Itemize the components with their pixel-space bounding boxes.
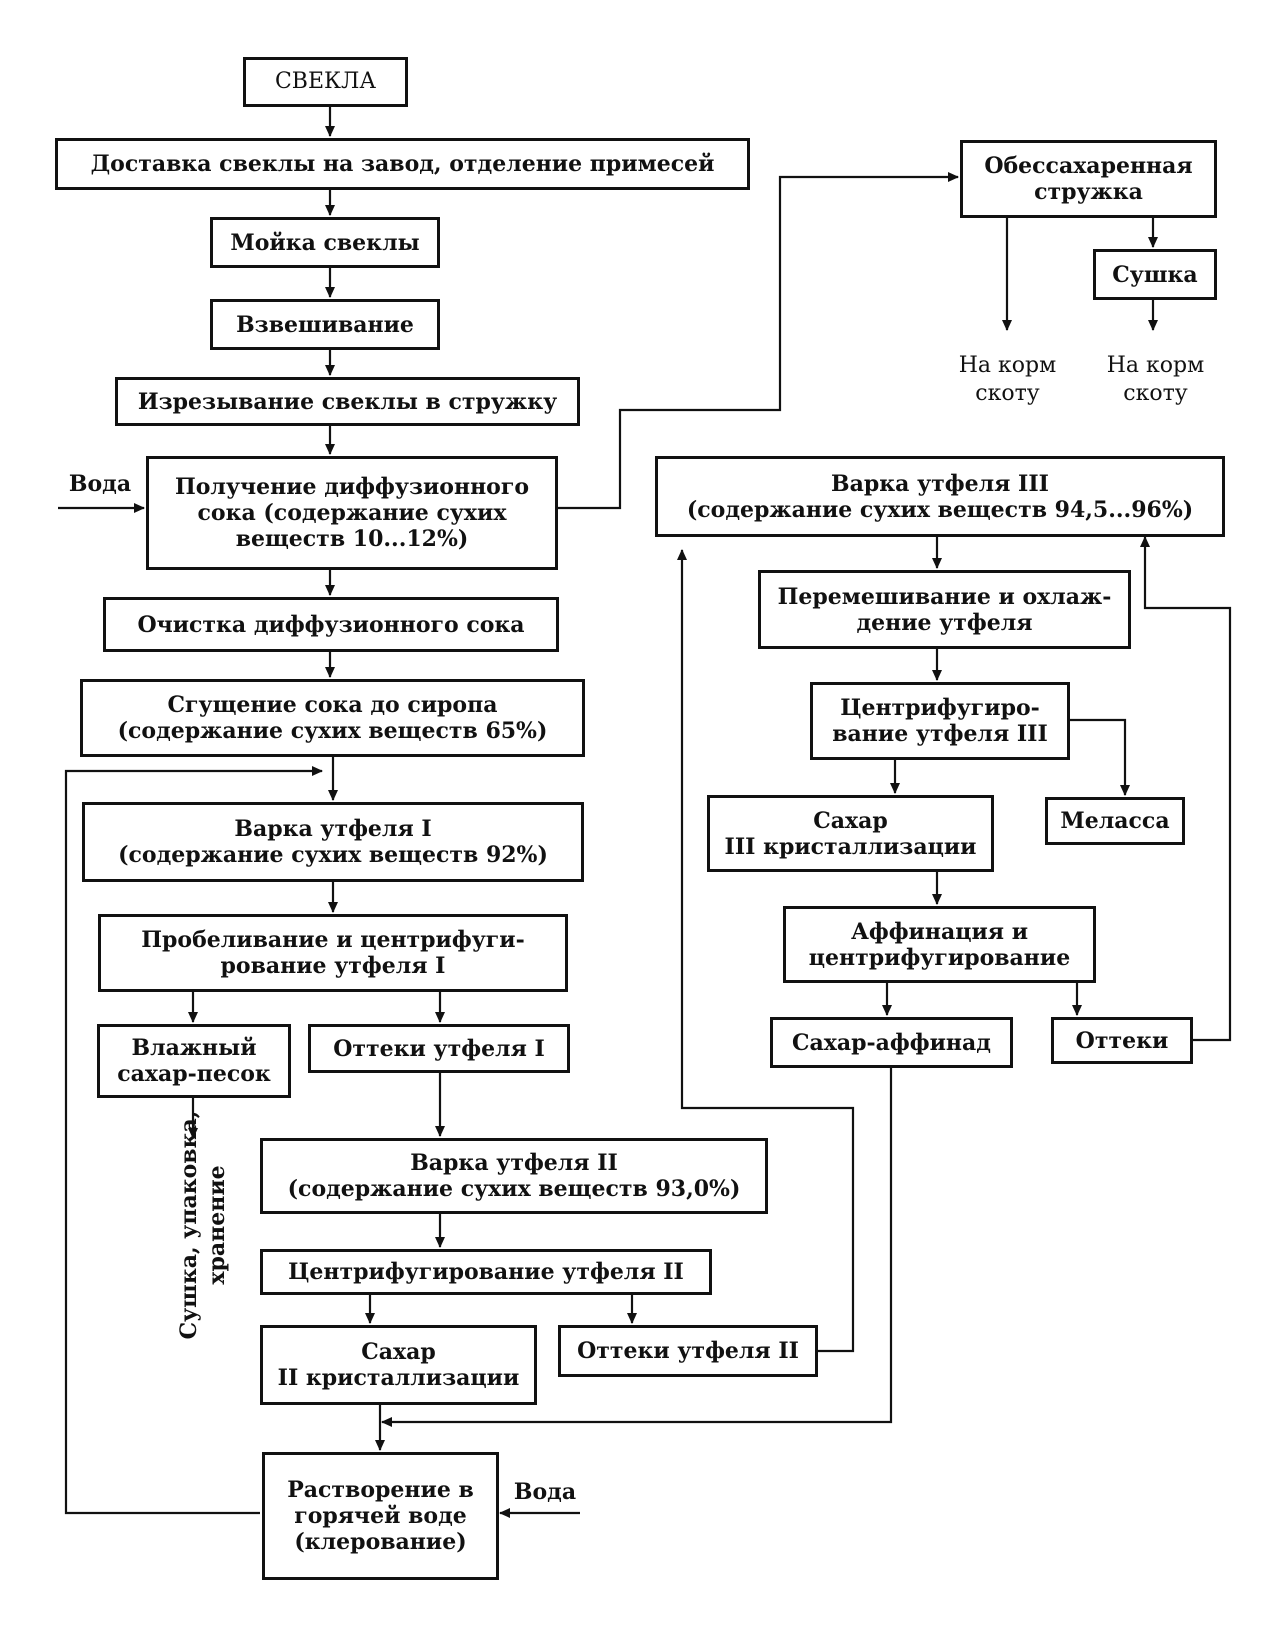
node-centrifuge3: Центрифугиро- вание утфеля III (810, 682, 1070, 760)
arrow-affinade-dissolve (381, 1068, 893, 1427)
node-molasses: Меласса (1045, 797, 1185, 845)
node-diffusion: Получение диффузионного сока (содержание… (146, 456, 558, 570)
node-slicing: Изрезывание свеклы в стружку (115, 377, 580, 426)
arrow-runoff-recycle-boil3 (1140, 536, 1232, 1042)
node-delivery: Доставка свеклы на завод, отделение прим… (55, 138, 750, 190)
node-dissolve: Растворение в горячей воде (клерование) (262, 1452, 499, 1580)
node-mixing: Перемешивание и охлаж- дение утфеля (758, 570, 1131, 649)
node-boil1: Варка утфеля I (содержание сухих веществ… (82, 802, 584, 882)
arrow-dissolve-recycle-boil1 (64, 766, 323, 1515)
node-runoff2: Оттеки утфеля II (558, 1325, 818, 1377)
label-water-2: Вода (513, 1479, 577, 1505)
node-boil3: Варка утфеля III (содержание сухих вещес… (655, 456, 1225, 537)
node-purification: Очистка диффузионного сока (103, 597, 559, 652)
node-weighing: Взвешивание (210, 299, 440, 350)
node-wet-sugar: Влажный сахар-песок (97, 1024, 291, 1098)
arrow-runoff2-boil3 (677, 549, 855, 1353)
arrow-centrifuge3-molasses (1070, 718, 1130, 796)
node-runoff-affination: Оттеки (1051, 1017, 1193, 1064)
arrow-diffusion-pulp (558, 172, 959, 510)
label-storage: Сушка, упаковка, хранение (176, 1110, 230, 1340)
node-runoff1: Оттеки утфеля I (308, 1024, 570, 1073)
node-drying: Сушка (1093, 249, 1217, 300)
label-feed-2: На корм скоту (1106, 353, 1205, 406)
node-beet: СВЕКЛА (243, 57, 408, 107)
node-affinade: Сахар-аффинад (770, 1017, 1013, 1068)
node-whitening: Пробеливание и центрифуги- рование утфел… (98, 914, 568, 992)
node-sugar3: Сахар III кристаллизации (707, 795, 994, 872)
node-centrifuge2: Центрифугирование утфеля II (260, 1249, 712, 1295)
node-washing: Мойка свеклы (210, 217, 440, 268)
label-water-1: Вода (68, 471, 132, 497)
node-sugar2: Сахар II кристаллизации (260, 1325, 537, 1405)
node-boil2: Варка утфеля II (содержание сухих вещест… (260, 1138, 768, 1214)
label-feed-1: На корм скоту (958, 353, 1057, 406)
node-pulp: Обессахаренная стружка (960, 140, 1217, 218)
node-affination: Аффинация и центрифугирование (783, 906, 1096, 983)
node-thickening: Сгущение сока до сиропа (содержание сухи… (80, 679, 585, 757)
